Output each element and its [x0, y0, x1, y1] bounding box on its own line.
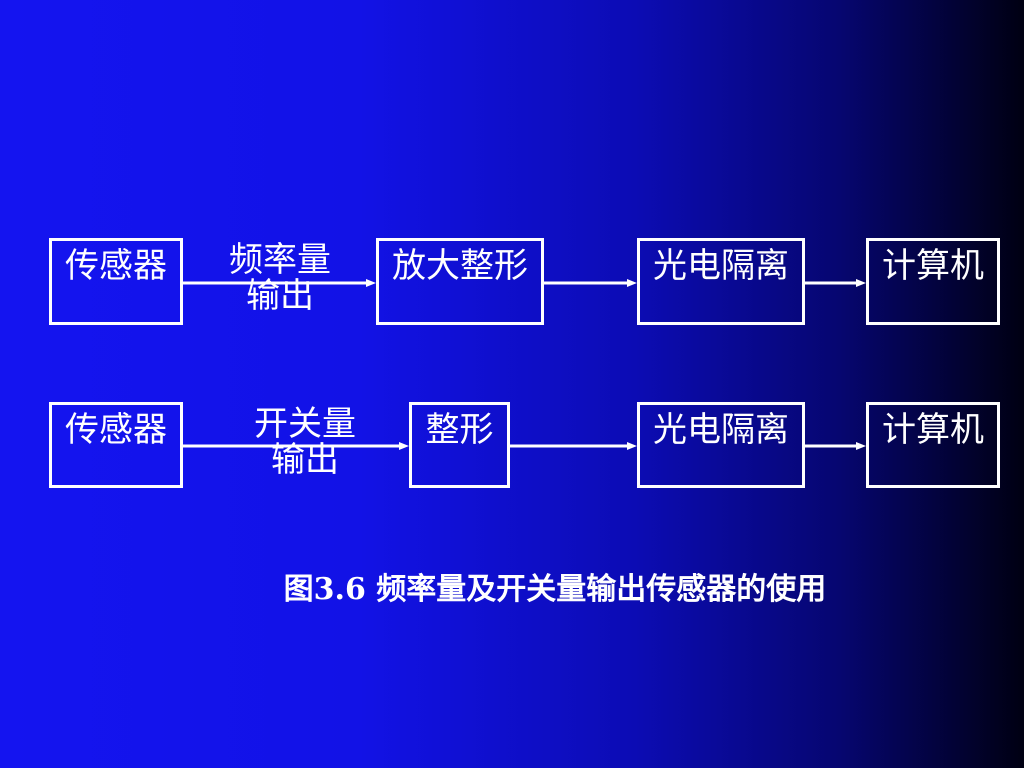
row2-computer-box: 计算机: [866, 402, 1000, 488]
row2-signal-line2: 输出: [271, 440, 339, 480]
row2-signal-line1: 开关量: [254, 404, 356, 444]
row1-amplify-box: 放大整形: [376, 238, 544, 325]
row1-computer-label: 计算机: [882, 246, 984, 286]
figure-caption: 图3.6 频率量及开关量输出传感器的使用: [283, 572, 827, 607]
row1-amplify-label: 放大整形: [392, 246, 528, 286]
row2-sensor-box: 传感器: [49, 402, 183, 488]
row2-arrowhead-1: [399, 442, 409, 450]
row1-arrowhead-1: [366, 279, 376, 287]
row2-isolation-label: 光电隔离: [653, 410, 789, 450]
row2-computer-label: 计算机: [882, 410, 984, 450]
row2-isolation-box: 光电隔离: [637, 402, 805, 488]
row1-isolation-label: 光电隔离: [653, 246, 789, 286]
row2-signal-label: 开关量 输出: [230, 406, 380, 478]
row2-arrowhead-2: [627, 442, 637, 450]
row1-isolation-box: 光电隔离: [637, 238, 805, 325]
row2-shaping-label: 整形: [425, 410, 494, 450]
row1-sensor-label: 传感器: [65, 246, 167, 286]
row1-arrowhead-2: [627, 279, 637, 287]
row1-signal-line1: 频率量: [229, 240, 331, 280]
row2-arrowhead-3: [856, 442, 866, 450]
row1-sensor-box: 传感器: [49, 238, 183, 325]
row2-sensor-label: 传感器: [65, 410, 167, 450]
row1-arrowhead-3: [856, 279, 866, 287]
row1-computer-box: 计算机: [866, 238, 1000, 325]
row2-shaping-box: 整形: [409, 402, 510, 488]
